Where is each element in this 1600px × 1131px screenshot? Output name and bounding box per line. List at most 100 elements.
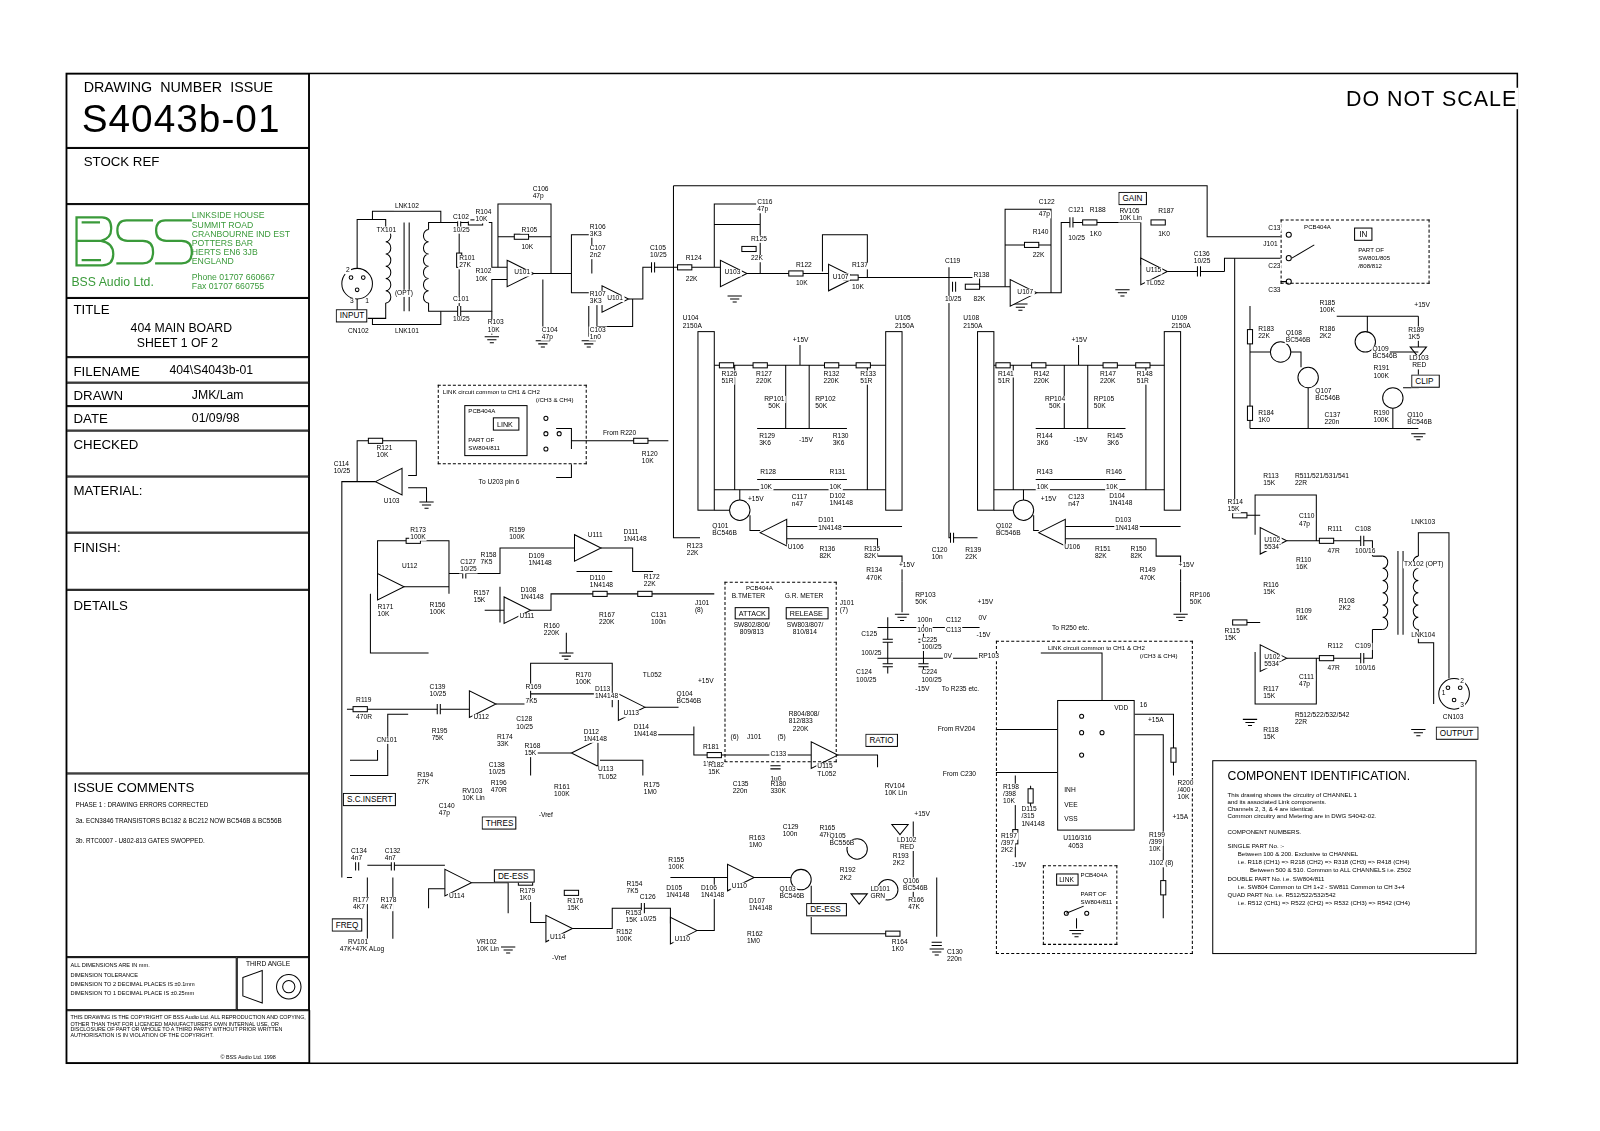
component-label: J101: [694, 600, 710, 607]
component-label: LNK103: [1410, 519, 1436, 526]
bss-logo: [82, 222, 101, 260]
schematic-wire: [378, 573, 405, 600]
component-label: C113: [945, 627, 962, 634]
schematic-wire: [1161, 881, 1166, 895]
component-label: 4n7: [350, 855, 363, 862]
schematic-wire: [1270, 342, 1290, 362]
component-label: 470R: [355, 714, 373, 721]
schematic-wire: [1100, 731, 1104, 735]
schematic-wire: [429, 222, 508, 311]
component-label: R167: [598, 612, 616, 619]
third-angle-symbol: [243, 970, 262, 1003]
component-label: 1M0: [748, 842, 763, 849]
title-block-cell: DRAWNJMK/Lam: [66, 383, 309, 406]
component-label: +15A: [1171, 814, 1189, 821]
labelled-box: FREQ: [332, 918, 363, 931]
component-label: 220K: [598, 619, 616, 626]
component-label: D110: [589, 574, 606, 581]
component-label: Q107: [1314, 388, 1332, 395]
component-label: J101: [1262, 241, 1278, 248]
component-label: 10K: [1002, 798, 1016, 805]
schematic-wire: [883, 639, 893, 642]
component-label: R194: [416, 771, 434, 778]
component-label: R196: [490, 780, 508, 787]
component-label: R193: [892, 853, 910, 860]
schematic-wire: [634, 438, 648, 443]
component-label: U116/316: [1062, 835, 1092, 842]
component-label: U115: [1145, 267, 1162, 274]
third-angle-symbol: [283, 981, 295, 993]
component-label: U115: [816, 763, 833, 770]
schematic-wire: [1247, 406, 1252, 420]
title-block-cell: THIS DRAWING IS THE COPYRIGHT OF BSS Aud…: [66, 1010, 310, 1063]
title-block-cell: STOCK REF: [66, 148, 309, 204]
component-label: 82K: [1130, 553, 1144, 560]
component-label: R146: [1105, 469, 1123, 476]
component-label: R103: [487, 319, 505, 326]
schematic-wire: [492, 280, 633, 337]
schematic-wire: [883, 664, 893, 667]
component-label: 10K Lin: [461, 795, 486, 802]
component-label: 22K: [1257, 333, 1271, 340]
component-label: 47p: [541, 334, 554, 341]
component-label: 47p: [532, 193, 545, 200]
component-label: 16: [1139, 702, 1148, 709]
component-label: 15K: [1227, 506, 1241, 513]
component-label: R124: [685, 255, 703, 262]
component-label: 22R: [1294, 480, 1308, 487]
component-label: 100K: [1318, 307, 1336, 314]
component-label: (8): [694, 607, 704, 614]
component-label: 2150A: [894, 322, 915, 329]
component-label: R131: [829, 469, 847, 476]
component-label: R110: [1295, 557, 1312, 564]
component-label: 7K5: [524, 698, 538, 705]
component-label: D111: [622, 529, 639, 536]
component-label: 470K: [865, 574, 883, 581]
component-label: 3: [1459, 702, 1465, 709]
component-label: R166: [907, 897, 925, 904]
component-label: To R250 etc.: [1051, 624, 1090, 631]
component-label: R189: [1407, 327, 1425, 334]
component-label: 10K: [520, 244, 534, 251]
component-label: (5): [777, 734, 787, 741]
component-label: D115: [1020, 806, 1037, 813]
component-label: 220n: [1323, 419, 1340, 426]
component-label: 10/25: [459, 566, 478, 573]
schematic-wire: [419, 502, 433, 508]
component-label: 0V: [943, 653, 953, 660]
component-label: 100n: [782, 831, 799, 838]
labelled-box: PCB404APART OFSW804/811LINK: [464, 405, 527, 456]
component-label: RP103: [914, 592, 936, 599]
component-label: U102: [1263, 654, 1281, 661]
component-label: 15K: [523, 750, 537, 757]
title-block-cell: LINKSIDE HOUSESUMMIT ROADCRANBOURNE IND …: [66, 204, 309, 298]
box-text: DRAWING NUMBER ISSUE: [84, 80, 273, 95]
component-label: 10K: [851, 284, 865, 291]
component-label: 15K: [1262, 589, 1276, 596]
component-label: 16K: [1295, 564, 1309, 571]
component-label: U108: [962, 315, 980, 322]
component-label: 220n: [732, 788, 749, 795]
box-text: ISSUE COMMENTS: [73, 781, 194, 795]
component-label: 10/25: [639, 916, 658, 923]
component-label: C134: [350, 848, 368, 855]
component-label: R177: [352, 897, 370, 904]
component-label: 3K6: [1036, 440, 1050, 447]
component-label: 10K: [759, 484, 773, 491]
component-label: R183: [1257, 326, 1275, 333]
component-label: J101: [839, 600, 855, 607]
box-text: THIS DRAWING IS THE COPYRIGHT OF BSS Aud…: [70, 1015, 307, 1038]
schematic-wire: [458, 306, 461, 316]
schematic-wire: [1069, 931, 1083, 937]
labelled-box: VDDINHVEEVSS: [1057, 700, 1135, 831]
component-label: 82K: [863, 553, 877, 560]
component-label: RP101: [763, 396, 785, 403]
box-text: LINK: [1059, 877, 1074, 884]
component-label: C120: [931, 547, 949, 554]
box-text: QUAD PART No. i.e. R512/522/532/542: [1228, 892, 1336, 898]
schematic-wire: [544, 447, 548, 451]
component-label: 1N4148: [748, 905, 773, 912]
component-label: (7): [839, 607, 849, 614]
component-label: R153: [624, 910, 642, 917]
component-label: 1K5: [1407, 334, 1421, 341]
